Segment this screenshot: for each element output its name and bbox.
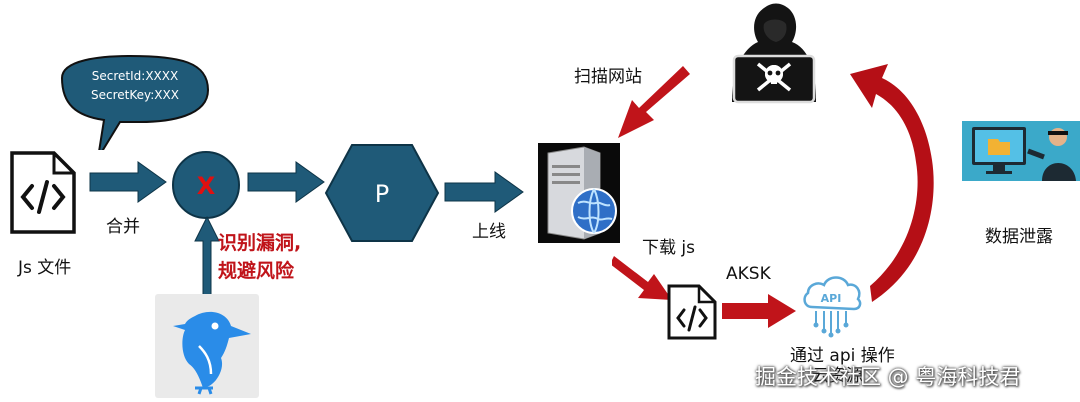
js-file-icon — [10, 151, 76, 234]
arrow-scanner-to-merge — [194, 215, 220, 295]
api-label-line2: 云资源 — [812, 366, 863, 386]
secret-bubble: SecretId:XXXX SecretKey:XXX — [60, 54, 210, 150]
aksk-label: AKSK — [726, 264, 771, 284]
scan-label: 扫描网站 — [574, 67, 642, 87]
watermark-text: 掘金技术社区 @ 粤海科技君 — [755, 365, 1021, 389]
bubble-secret-id: SecretId:XXXX — [92, 69, 178, 83]
merge-node: X — [172, 151, 240, 219]
publish-node: P — [324, 144, 440, 242]
download-label: 下载 js — [642, 238, 695, 258]
merge-node-x: X — [197, 172, 216, 200]
bubble-shape — [60, 54, 210, 150]
js-file-label: Js 文件 — [18, 258, 72, 278]
bubble-secret-key: SecretKey:XXX — [91, 88, 179, 102]
leak-label: 数据泄露 — [985, 227, 1053, 247]
merge-label: 合并 — [106, 217, 140, 237]
arrow-hacker-scan-server — [618, 66, 690, 138]
kingfisher-bird-icon — [173, 311, 251, 395]
api-label-line1: 通过 api 操作 — [790, 346, 895, 366]
detect-label-line2: 规避风险 — [218, 260, 295, 282]
kingfisher-scanner-logo — [155, 294, 259, 398]
arrow-js-to-merge — [89, 161, 167, 203]
web-server-icon — [538, 143, 620, 243]
publish-node-p: P — [375, 180, 389, 208]
hacker-icon — [732, 3, 816, 104]
svg-text:API: API — [821, 292, 842, 305]
arrow-publish-to-server — [444, 171, 524, 213]
arrow-server-download-js — [612, 256, 672, 300]
arrow-js-to-api — [722, 294, 796, 328]
downloaded-js-file-icon — [667, 284, 717, 340]
deploy-label: 上线 — [472, 222, 506, 242]
data-theft-image — [962, 121, 1080, 181]
arrow-merge-to-publish — [247, 161, 325, 203]
arrow-api-to-hacker-curve — [850, 64, 934, 302]
api-cloud-icon: API — [803, 276, 862, 338]
detect-label-line1: 识别漏洞, — [218, 232, 302, 254]
